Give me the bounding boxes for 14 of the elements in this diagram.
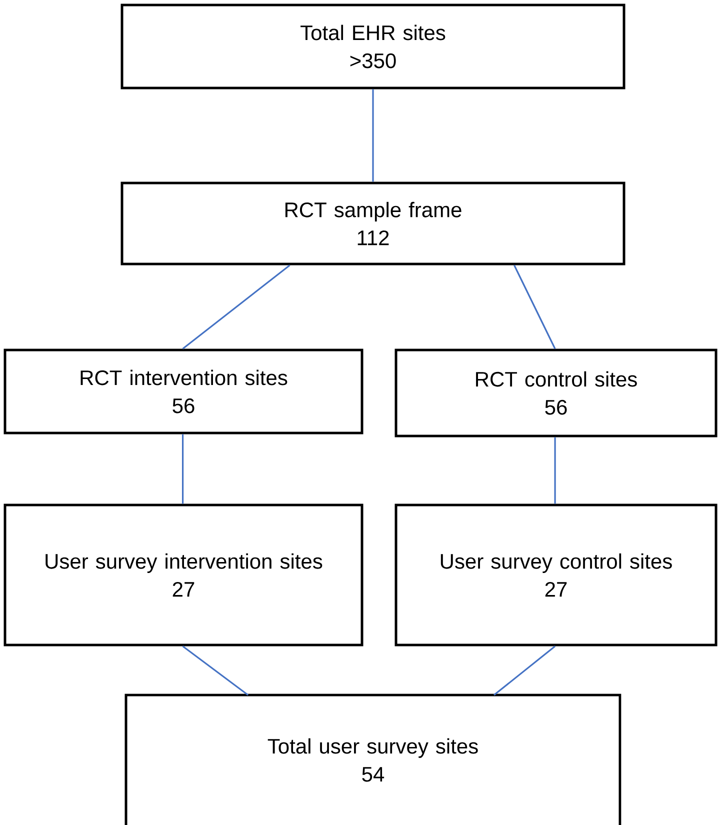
process-box: RCT intervention sites 56 [4,348,364,434]
connector-line [372,89,374,182]
process-box: Total EHR sites >350 [120,4,626,90]
connector-line [514,264,556,350]
connector-line [182,646,248,696]
process-box: RCT sample frame 112 [120,182,626,266]
connector-line [494,646,556,696]
process-box: RCT control sites 56 [394,348,718,438]
process-box: Total user survey sites 54 [124,694,622,825]
process-box: User survey intervention sites 27 [4,504,364,646]
connector-line [182,434,184,504]
process-box: User survey control sites 27 [394,504,718,646]
connector-line [554,437,556,504]
connector-line [182,264,290,350]
